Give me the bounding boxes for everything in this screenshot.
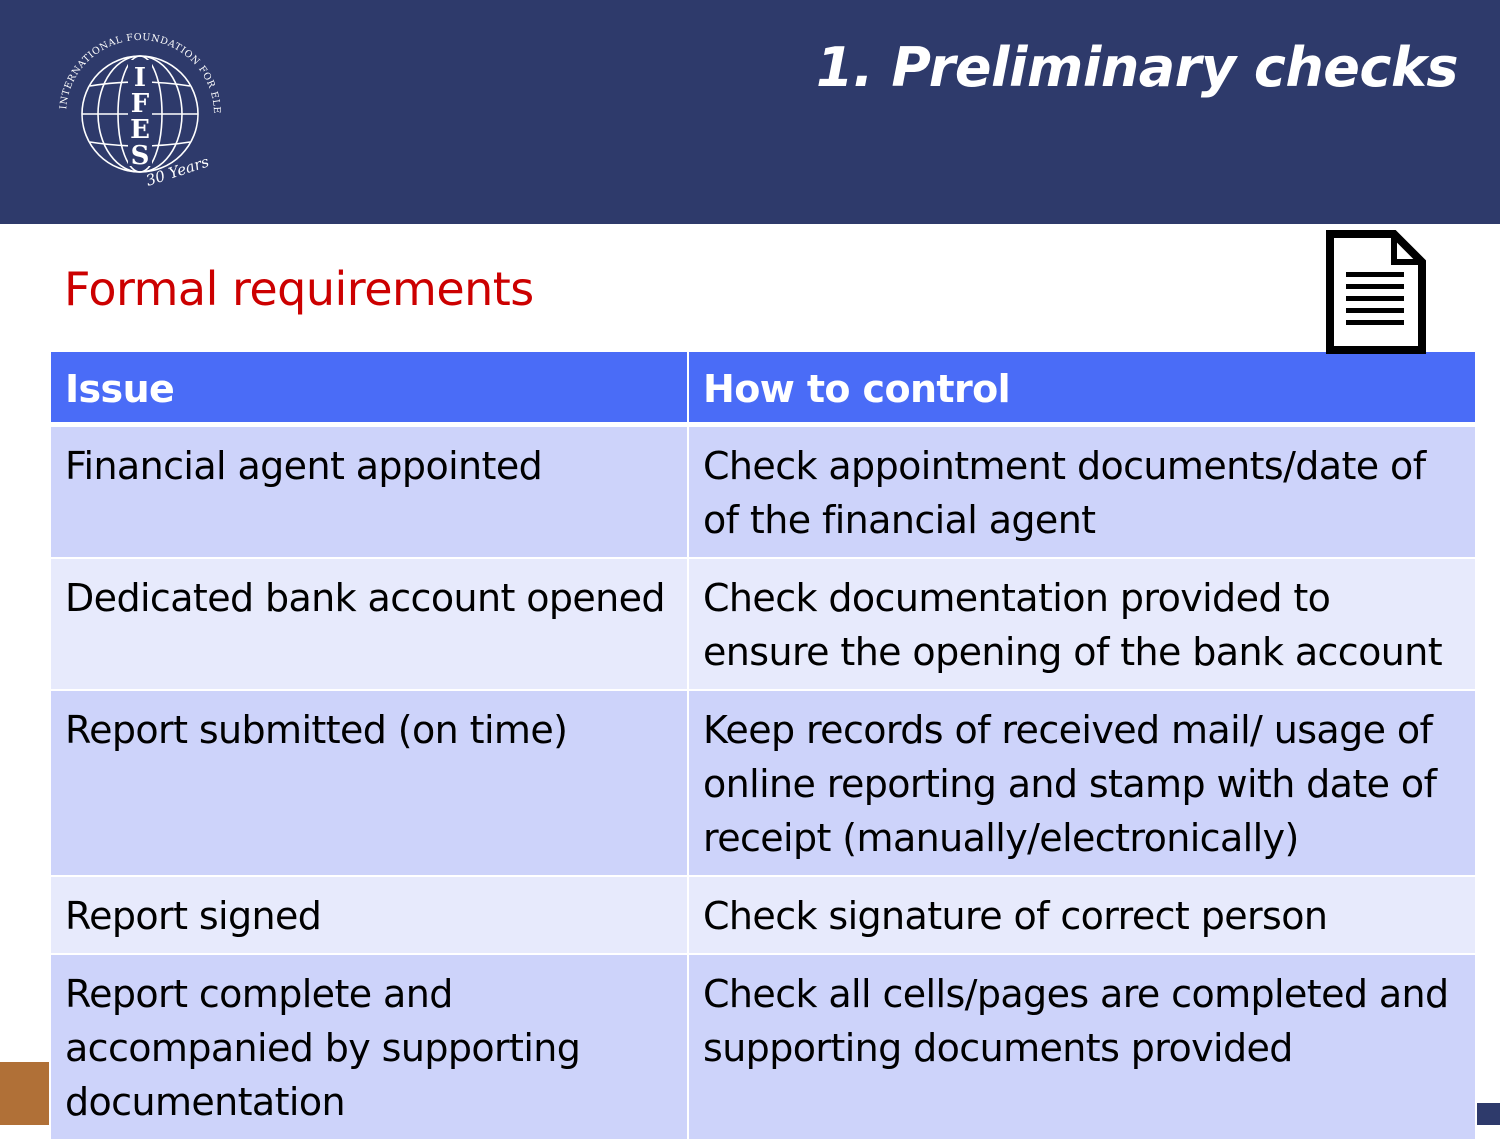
section-heading: Formal requirements <box>64 262 534 316</box>
requirements-table: Issue How to control Financial agent app… <box>49 350 1477 1141</box>
table-row: Report submitted (on time) Keep records … <box>49 689 1477 877</box>
column-header-issue: Issue <box>49 350 689 427</box>
document-icon <box>1326 230 1426 354</box>
table-header-row: Issue How to control <box>49 350 1477 427</box>
table-row: Dedicated bank account opened Check docu… <box>49 557 1477 691</box>
control-cell: Keep records of received mail/ usage of … <box>687 689 1477 877</box>
control-cell: Check appointment documents/date of of t… <box>687 423 1477 559</box>
issue-cell: Dedicated bank account opened <box>49 557 689 691</box>
control-cell: Check all cells/pages are completed and … <box>687 953 1477 1141</box>
logo-letter-s: S <box>131 141 150 171</box>
table-row: Report complete and accompanied by suppo… <box>49 953 1477 1141</box>
slide-title: 1. Preliminary checks <box>815 36 1459 99</box>
table-row: Report signed Check signature of correct… <box>49 875 1477 955</box>
ifes-logo: I F E S INTERNATIONAL FOUNDATION FOR ELE… <box>52 26 221 190</box>
issue-cell: Financial agent appointed <box>49 423 689 559</box>
logo-letter-e: E <box>130 115 150 145</box>
issue-cell: Report complete and accompanied by suppo… <box>49 953 689 1141</box>
control-cell: Check signature of correct person <box>687 875 1477 955</box>
issue-cell: Report submitted (on time) <box>49 689 689 877</box>
issue-cell: Report signed <box>49 875 689 955</box>
logo-letter-f: F <box>131 89 150 119</box>
logo-letter-i: I <box>134 63 146 93</box>
control-cell: Check documentation provided to ensure t… <box>687 557 1477 691</box>
header-band <box>0 0 1500 224</box>
column-header-how-to-control: How to control <box>687 350 1477 427</box>
table-row: Financial agent appointed Check appointm… <box>49 423 1477 559</box>
